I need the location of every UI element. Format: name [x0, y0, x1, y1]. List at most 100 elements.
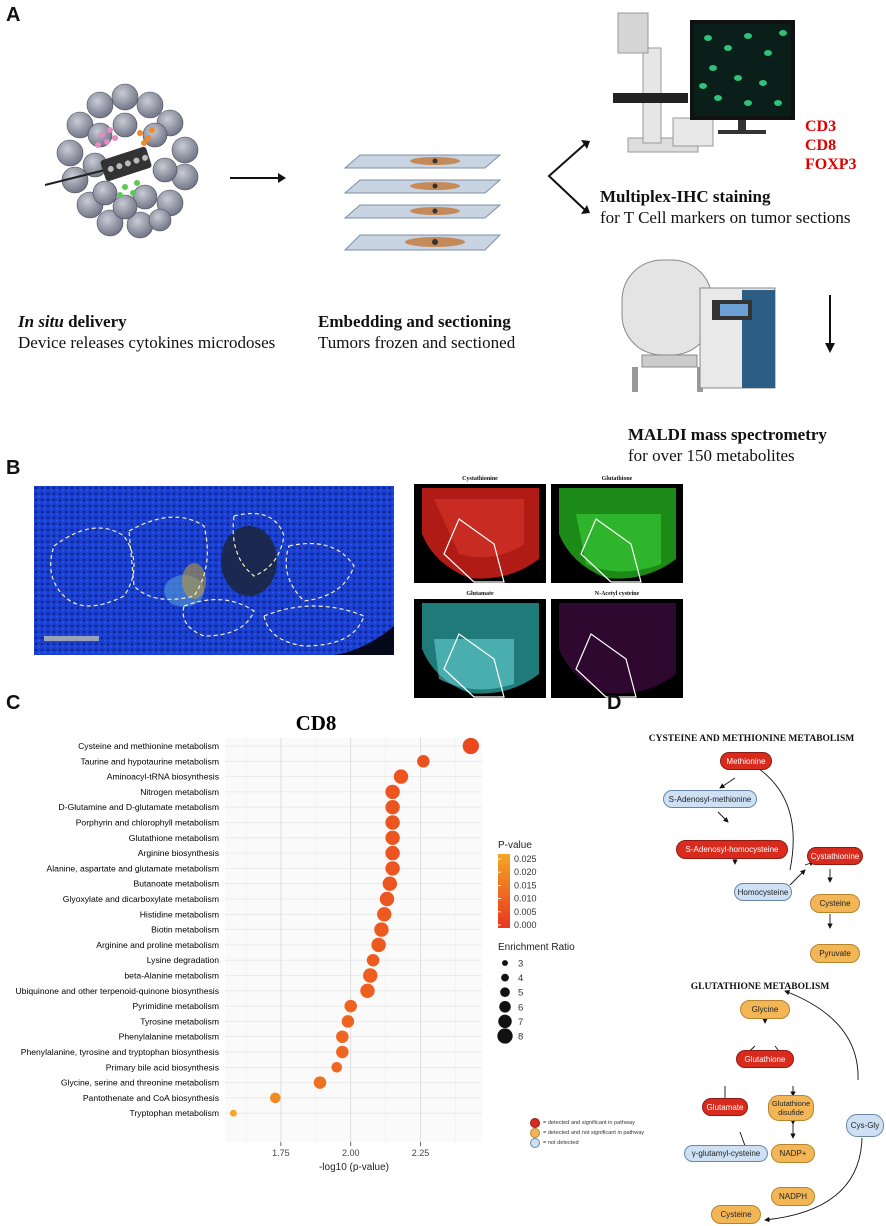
- data-point: [269, 1092, 281, 1104]
- panel-label-d: D: [607, 692, 622, 714]
- ihc-description: for T Cell markers on tumor sections: [600, 208, 851, 227]
- enrichment-legend-dot: [501, 973, 509, 982]
- embedding-title: Embedding and sectioning: [318, 312, 511, 331]
- node-methionine: Methionine: [720, 752, 772, 770]
- label-glutathione: Glutathione: [601, 476, 633, 482]
- enrichment-legend-label: 5: [518, 988, 523, 999]
- legend-row-not-significant: = detected and not significant in pathwa…: [530, 1128, 700, 1138]
- node-nadph: NADPH: [771, 1187, 815, 1206]
- data-point: [341, 1015, 355, 1028]
- data-point: [374, 922, 389, 937]
- label-n-acetyl-cysteine: N-Acetyl cysteine: [594, 591, 640, 597]
- maldi-caption: MALDI mass spectrometry for over 150 met…: [628, 424, 878, 466]
- maldi-image-glutamate: [414, 599, 546, 698]
- plot-area: [225, 738, 482, 1142]
- ihc-caption: Multiplex-IHC staining for T Cell marker…: [600, 186, 886, 228]
- data-point: [363, 968, 378, 983]
- enrichment-legend-label: 6: [518, 1002, 523, 1013]
- pathway-title-cysteine: CYSTEINE AND METHIONINE METABOLISM: [648, 734, 855, 744]
- data-point: [385, 800, 400, 815]
- legend-enrichment-title: Enrichment Ratio: [498, 942, 575, 953]
- node-glutathione: Glutathione: [736, 1050, 794, 1068]
- node-glutamate: Glutamate: [702, 1098, 748, 1116]
- legend-text-significant: = detected and significant in pathway: [543, 1120, 635, 1126]
- enrichment-legend-dot: [498, 1014, 512, 1029]
- legend-text-not-significant: = detected and not significant in pathwa…: [543, 1130, 645, 1136]
- y-category-label: D-Glutamine and D-glutamate metabolism: [59, 802, 219, 812]
- enrichment-legend-label: 8: [518, 1032, 523, 1043]
- pathway-legend: = detected and significant in pathway = …: [530, 1118, 700, 1148]
- data-point: [385, 830, 400, 845]
- data-point: [336, 1030, 349, 1043]
- y-category-label: Glycine, serine and threonine metabolism: [61, 1078, 219, 1088]
- node-cystathionine: Cystathionine: [807, 847, 863, 865]
- tumor-device-illustration: [44, 83, 199, 239]
- y-category-label: Taurine and hypotaurine metabolism: [80, 756, 219, 766]
- fork-arrows: [547, 140, 590, 214]
- data-point: [371, 937, 386, 953]
- enrichment-dot-chart: CD8 Cysteine and methionine metabolismTa…: [15, 711, 575, 1173]
- data-point: [382, 876, 398, 891]
- data-point: [417, 755, 430, 768]
- pathway-title-glutathione: GLUTATHIONE METABOLISM: [690, 982, 830, 992]
- node-cysteine-glutathione: Cysteine: [711, 1205, 761, 1224]
- y-category-label: Glutathione metabolism: [129, 833, 219, 843]
- microscope-illustration: [613, 12, 795, 153]
- y-category-label: beta-Alanine metabolism: [124, 971, 219, 981]
- data-point: [385, 784, 400, 800]
- panel-label-c: C: [6, 692, 21, 714]
- node-homocysteine: Homocysteine: [734, 883, 792, 901]
- pvalue-tick-label: 0.020: [514, 867, 537, 877]
- data-point: [313, 1076, 327, 1089]
- pvalue-tick-label: 0.025: [514, 854, 537, 864]
- y-category-label: Tyrosine metabolism: [140, 1016, 219, 1026]
- legend-dot-blue: [530, 1138, 540, 1148]
- legend-row-not-detected: = not detected: [530, 1138, 700, 1148]
- delivery-title: delivery: [63, 312, 127, 331]
- enrichment-legend-label: 4: [518, 973, 523, 984]
- node-cysteine: Cysteine: [810, 894, 860, 913]
- node-gamma-glutamyl-cysteine: γ-glutamyl-cysteine: [684, 1145, 768, 1162]
- arrow-right-1: [230, 173, 286, 183]
- y-category-label: Arginine and proline metabolism: [96, 940, 219, 950]
- y-category-label: Glyoxylate and dicarboxylate metabolism: [63, 894, 219, 904]
- y-category-label: Butanoate metabolism: [133, 879, 219, 889]
- data-point: [377, 907, 392, 922]
- marker-cd8: CD8: [805, 137, 837, 154]
- node-glutathione-disufide: Glutathione disufide: [768, 1095, 814, 1121]
- legend-dot-orange: [530, 1128, 540, 1138]
- x-tick-label: 2.25: [412, 1148, 430, 1158]
- data-point: [462, 737, 479, 755]
- maldi-image-cystathionine: [414, 484, 546, 583]
- panel-label-b: B: [6, 457, 21, 479]
- y-category-label: Tryptophan metabolism: [130, 1108, 219, 1118]
- label-glutamate: Glutamate: [466, 591, 494, 597]
- maldi-image-glutathione: [551, 484, 683, 583]
- node-cys-gly: Cys-Gly: [846, 1114, 884, 1137]
- data-point: [385, 815, 400, 830]
- y-category-label: Lysine degradation: [147, 955, 220, 965]
- pvalue-tick-label: 0.015: [514, 880, 537, 890]
- ihc-markers-list: CD3 CD8 FOXP3: [805, 117, 857, 174]
- y-category-label: Pantothenate and CoA biosynthesis: [83, 1093, 219, 1103]
- data-point: [379, 891, 395, 907]
- legend-dot-red: [530, 1118, 540, 1128]
- pvalue-tick-label: 0.010: [514, 894, 537, 904]
- y-category-label: Biotin metabolism: [151, 925, 219, 935]
- y-category-label: Cysteine and methionine metabolism: [78, 741, 219, 751]
- legend-text-not-detected: = not detected: [543, 1140, 579, 1146]
- data-point: [385, 845, 400, 861]
- legend-pvalue-title: P-value: [498, 840, 532, 851]
- maldi-instrument-illustration: [621, 259, 776, 392]
- y-category-label: Porphyrin and chlorophyll metabolism: [76, 818, 219, 828]
- pvalue-tick-label: 0.005: [514, 907, 537, 917]
- data-point: [331, 1062, 343, 1073]
- delivery-title-italic: In situ: [18, 312, 64, 331]
- arrow-down: [825, 295, 835, 353]
- y-category-label: Aminoacyl-tRNA biosynthesis: [107, 772, 219, 782]
- node-glycine: Glycine: [740, 1000, 790, 1019]
- marker-cd3: CD3: [805, 118, 837, 135]
- pvalue-colorbar: [498, 854, 510, 928]
- delivery-description: Device releases cytokines microdoses: [18, 333, 276, 352]
- data-point: [360, 983, 375, 998]
